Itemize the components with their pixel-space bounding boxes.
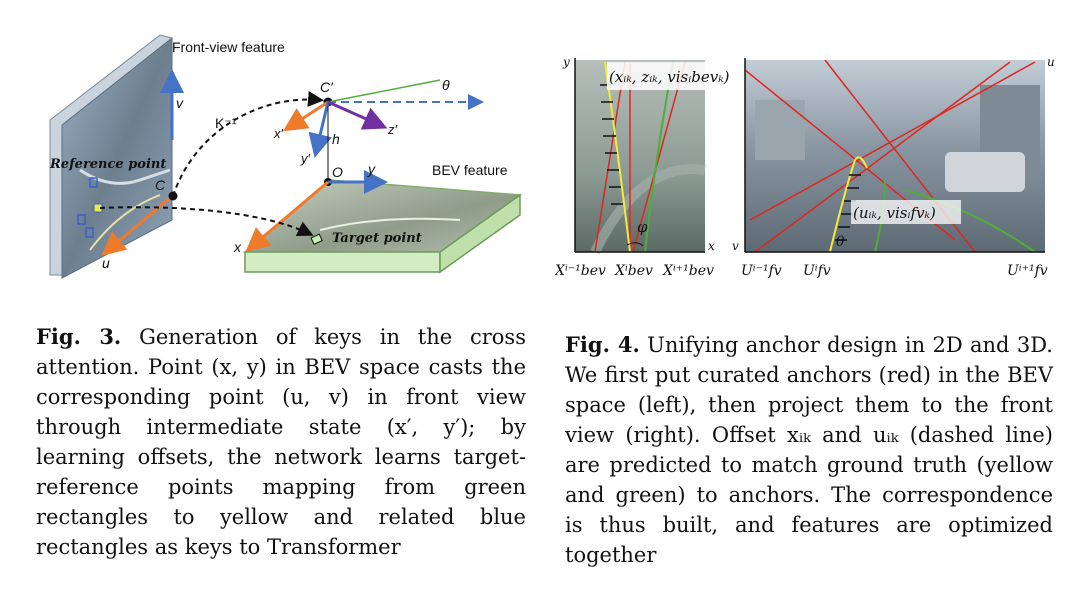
reference-point-label: Reference point	[49, 157, 166, 172]
ufv-label: Uⁱfv	[803, 263, 831, 279]
z-prime-arrow	[327, 100, 388, 130]
bev-slab	[242, 179, 523, 274]
bev-point-label: (xᵢₖ, zᵢₖ, visᵢbevₖ)	[609, 68, 730, 86]
y-prime-arrow	[308, 101, 332, 158]
vehicle-shape	[945, 152, 1025, 192]
bev-x-axis	[245, 180, 329, 252]
u-axis-arrow	[101, 194, 173, 256]
point-c-label: C	[155, 177, 166, 193]
u-axis-label: u	[102, 255, 110, 271]
z-prime-label: z′	[387, 122, 398, 137]
xbev-next-label: Xⁱ⁺¹bev	[662, 263, 714, 279]
point-c-prime-label: C′	[320, 79, 334, 95]
theta-label: θ	[442, 77, 450, 93]
fv-u-axis-label: u	[1047, 55, 1055, 69]
xbev-prev-label: Xⁱ⁻¹bev	[555, 263, 606, 279]
reference-rectangles	[77, 177, 103, 238]
bev-image-panel	[574, 58, 706, 255]
figure-3-diagram: Front-view feature v u Reference point C…	[49, 34, 523, 279]
reference-to-target-arrow	[99, 206, 314, 237]
figure-4-caption-label: Fig. 4.	[565, 332, 640, 357]
x-prime-label: x′	[273, 126, 284, 141]
fv-theta-label: θ	[836, 234, 845, 250]
ufv-prev-label: Uⁱ⁻¹fv	[741, 263, 782, 279]
ufv-next-label: Uⁱ⁺¹fv	[1007, 263, 1048, 279]
bev-y-axis-label: y	[562, 55, 570, 69]
phi-label: φ	[637, 218, 648, 236]
target-point-rect	[310, 233, 323, 245]
fv-point-label: (uᵢₖ, visᵢfvₖ)	[853, 204, 936, 222]
y-prime-label: y′	[300, 151, 311, 166]
bev-feature-label: BEV feature	[432, 162, 508, 178]
k-inverse-label: K⁻¹	[215, 115, 237, 131]
bev-y-label: y	[367, 161, 376, 177]
figure-3-caption-label: Fig. 3.	[36, 324, 122, 349]
fv-v-axis-label: v	[732, 239, 739, 253]
k-inverse-curve	[172, 91, 324, 197]
bev-offset-dashes	[600, 84, 623, 205]
figure-3-caption: Fig. 3. Generation of keys in the cross …	[36, 322, 526, 562]
bev-anchor-1	[594, 61, 626, 253]
v-axis-label: v	[176, 95, 184, 111]
figure-4-caption: Fig. 4. Unifying anchor design in 2D and…	[565, 330, 1053, 570]
point-o-label: O	[332, 164, 343, 180]
theta-line	[327, 79, 441, 103]
target-point-label: Target point	[332, 231, 422, 246]
fv-anchor-3	[749, 61, 1036, 221]
bev-x-axis-label: x	[708, 239, 715, 253]
h-label: h	[332, 131, 340, 147]
figure-3-caption-text: Generation of keys in the cross attentio…	[36, 325, 526, 559]
fv-anchor-4	[754, 61, 1011, 253]
bev-anchor-3	[632, 61, 686, 253]
figure-4-diagram: x y (xᵢₖ, zᵢₖ, visᵢbevₖ) φ Xⁱ⁻¹bev Xⁱbev…	[555, 55, 1055, 279]
figure-4-caption-text: Unifying anchor design in 2D and 3D. We …	[565, 333, 1053, 567]
xbev-label: Xⁱbev	[614, 263, 653, 279]
front-view-label: Front-view feature	[172, 39, 285, 55]
bev-x-label: x	[233, 239, 242, 255]
x-prime-arrow	[282, 100, 329, 132]
fv-offset-dashes	[835, 174, 861, 241]
fv-gt-yellow	[829, 156, 868, 253]
